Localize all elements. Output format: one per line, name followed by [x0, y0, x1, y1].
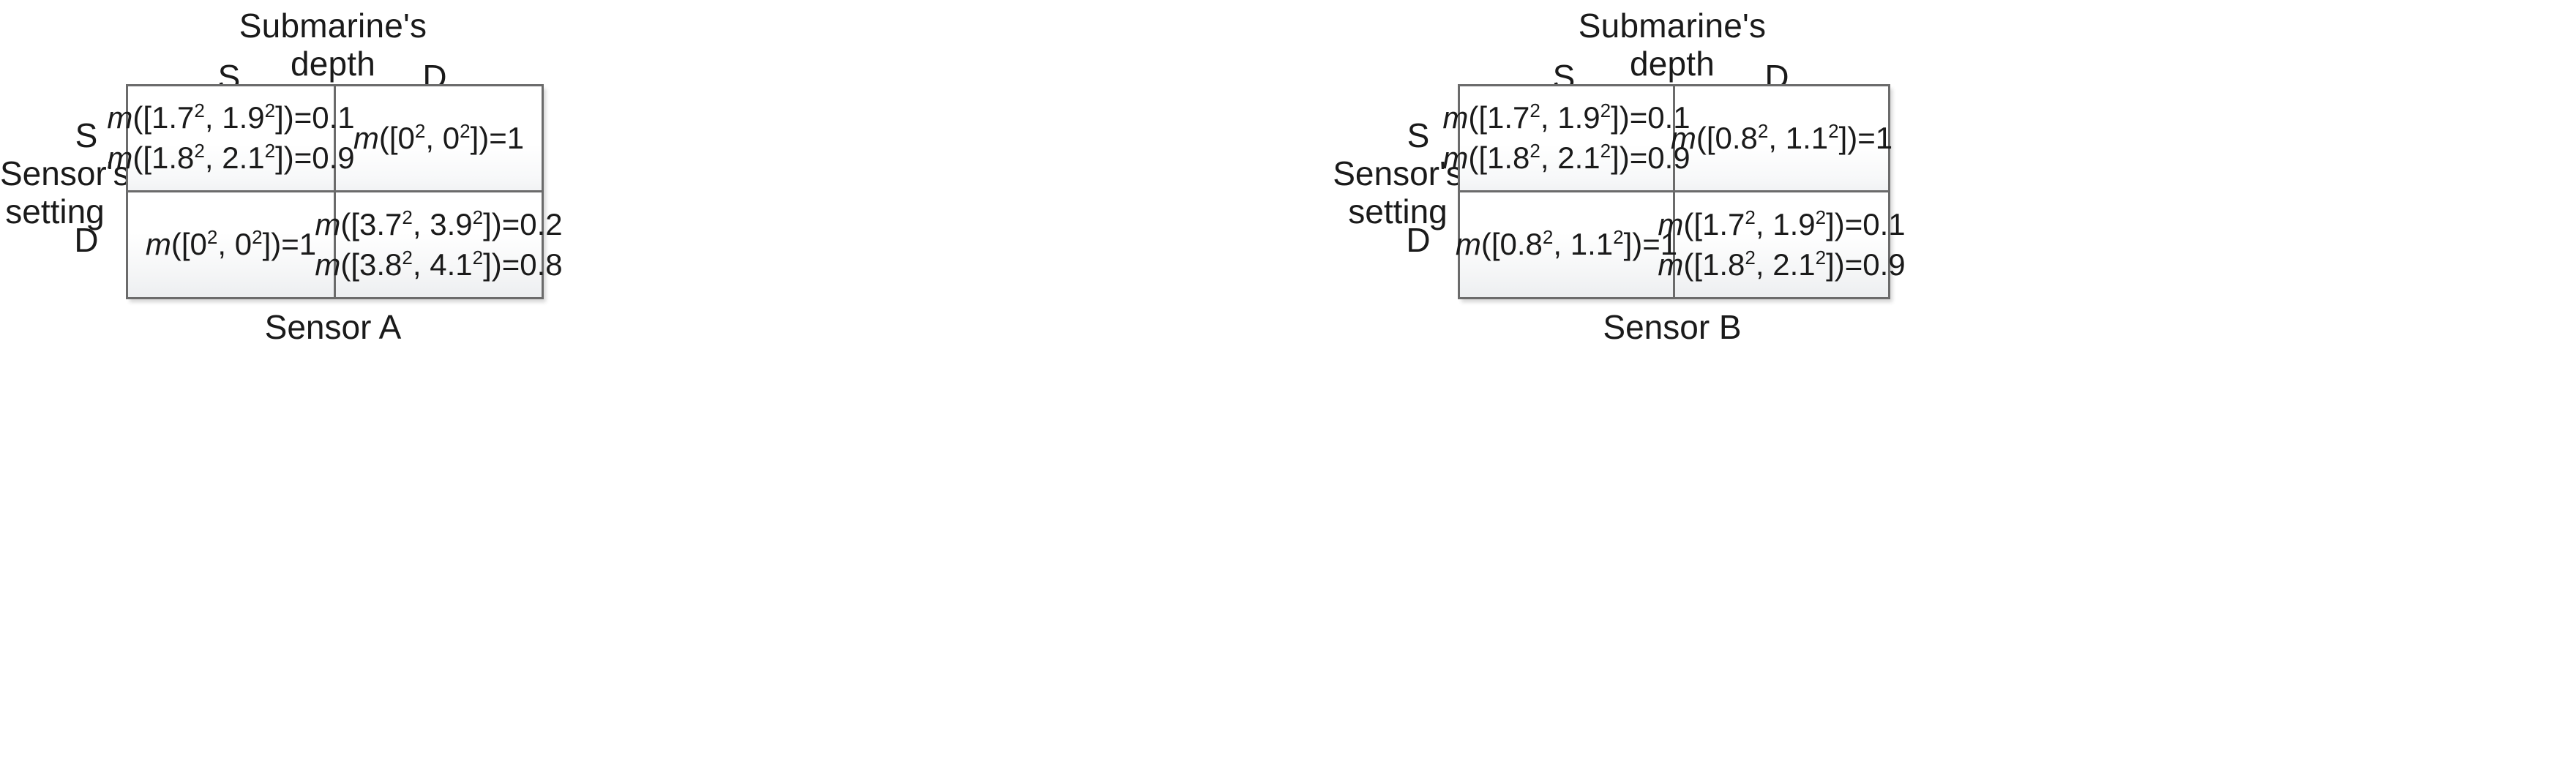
- mass-function-symbol: m: [1442, 100, 1469, 135]
- row-axis-title: Sensor's setting: [0, 154, 130, 230]
- mass-function-symbol: m: [353, 120, 379, 155]
- cell-content: m([3.72, 3.92])=0.2 m([3.82, 4.12])=0.8: [315, 192, 562, 297]
- mass-function-symbol: m: [1442, 140, 1469, 175]
- exponent: 2: [1745, 246, 1756, 269]
- exponent: 2: [1530, 100, 1540, 122]
- row-header-s: S: [1407, 116, 1430, 154]
- mass-assignment-line: m([02, 02])=1: [353, 119, 525, 155]
- cell-content: m([0.82, 1.12])=1: [1671, 86, 1892, 190]
- exponent: 2: [206, 226, 218, 249]
- mass-assignment-line: m([0.82, 1.12])=1: [1670, 119, 1893, 155]
- cell-content: m([02, 02])=1: [128, 192, 334, 297]
- matrix-cell-s-d: m([02, 02])=1: [334, 84, 544, 192]
- mass-assignment-line: m([1.82, 2.12])=0.9: [1658, 246, 1906, 282]
- exponent: 2: [472, 206, 484, 228]
- mass-function-symbol: m: [107, 100, 133, 135]
- mass-assignment-line: m([1.72, 1.92])=0.1: [1658, 206, 1906, 241]
- mass-function-symbol: m: [1455, 227, 1481, 262]
- panel-caption: Sensor A: [264, 308, 402, 346]
- exponent: 2: [1530, 140, 1540, 162]
- mass-assignment-line: m([1.72, 1.92])=0.1: [107, 100, 355, 135]
- mass-assignment-line: m([3.82, 4.12])=0.8: [315, 246, 563, 282]
- cell-content: m([1.72, 1.92])=0.1 m([1.82, 2.12])=0.9: [1658, 192, 1905, 297]
- exponent: 2: [1815, 246, 1827, 269]
- exponent: 2: [264, 100, 276, 122]
- row-header-d: D: [1406, 221, 1431, 259]
- exponent: 2: [460, 119, 471, 142]
- column-axis-title: Submarine's depth: [239, 7, 427, 83]
- matrix-cell-d-d: m([1.72, 1.92])=0.1 m([1.82, 2.12])=0.9: [1658, 190, 1906, 299]
- exponent: 2: [1542, 226, 1554, 249]
- exponent: 2: [402, 206, 413, 228]
- exponent: 2: [1828, 119, 1839, 142]
- exponent: 2: [1613, 226, 1624, 249]
- exponent: 2: [1757, 119, 1769, 142]
- mass-assignment-line: m([1.82, 2.12])=0.9: [1442, 140, 1690, 175]
- exponent: 2: [252, 226, 263, 249]
- row-axis-title: Sensor's setting: [1333, 154, 1463, 230]
- exponent: 2: [1745, 206, 1756, 228]
- row-header-s: S: [75, 116, 98, 154]
- mass-function-symbol: m: [315, 206, 341, 241]
- cell-content: m([1.72, 1.92])=0.1 m([1.82, 2.12])=0.9: [107, 86, 354, 190]
- mass-function-symbol: m: [145, 227, 171, 262]
- mass-assignment-line: m([1.82, 2.12])=0.9: [107, 140, 355, 175]
- exponent: 2: [402, 246, 413, 269]
- cell-content: m([0.82, 1.12])=1: [1456, 192, 1677, 297]
- mass-function-symbol: m: [1670, 120, 1696, 155]
- exponent: 2: [414, 119, 426, 142]
- mass-assignment-line: m([0.82, 1.12])=1: [1455, 226, 1678, 262]
- exponent: 2: [194, 100, 205, 122]
- exponent: 2: [1600, 140, 1611, 162]
- column-axis-title: Submarine's depth: [1578, 7, 1767, 83]
- mass-function-symbol: m: [1658, 206, 1684, 241]
- matrix-cell-d-s: m([0.82, 1.12])=1: [1456, 190, 1677, 299]
- mass-assignment-line: m([1.72, 1.92])=0.1: [1442, 100, 1690, 135]
- panel-caption: Sensor B: [1603, 308, 1742, 346]
- matrix-cell-s-s: m([1.72, 1.92])=0.1 m([1.82, 2.12])=0.9: [107, 84, 355, 192]
- exponent: 2: [264, 140, 276, 162]
- cell-content: m([1.72, 1.92])=0.1 m([1.82, 2.12])=0.9: [1442, 86, 1690, 190]
- exponent: 2: [1600, 100, 1611, 122]
- exponent: 2: [194, 140, 205, 162]
- mass-assignment-line: m([3.72, 3.92])=0.2: [315, 206, 563, 241]
- matrix-cell-d-d: m([3.72, 3.92])=0.2 m([3.82, 4.12])=0.8: [315, 190, 563, 299]
- cell-content: m([02, 02])=1: [336, 86, 542, 190]
- mass-function-symbol: m: [315, 247, 341, 282]
- matrix-cell-d-s: m([02, 02])=1: [126, 190, 336, 299]
- row-header-d: D: [74, 221, 99, 259]
- matrix-cell-s-d: m([0.82, 1.12])=1: [1671, 84, 1892, 192]
- matrix-cell-s-s: m([1.72, 1.92])=0.1 m([1.82, 2.12])=0.9: [1442, 84, 1690, 192]
- mass-assignment-line: m([02, 02])=1: [145, 226, 317, 262]
- exponent: 2: [472, 246, 484, 269]
- exponent: 2: [1815, 206, 1827, 228]
- mass-function-symbol: m: [107, 140, 133, 175]
- mass-function-symbol: m: [1658, 247, 1684, 282]
